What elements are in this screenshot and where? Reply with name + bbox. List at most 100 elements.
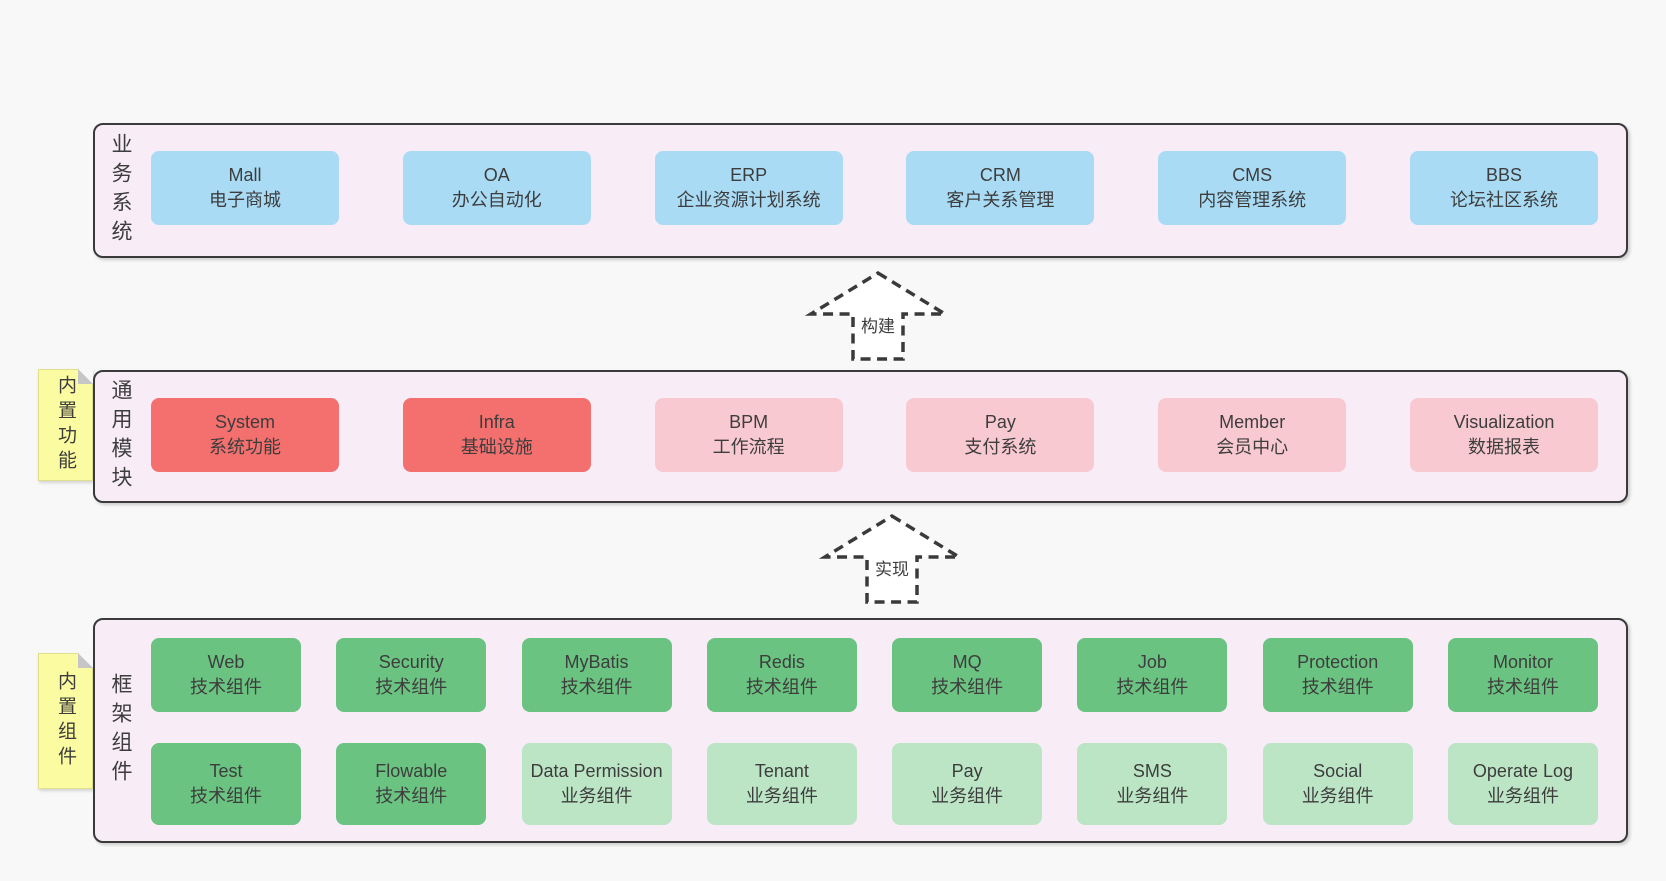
box-pay-component: Pay 业务组件 <box>892 743 1043 825</box>
arrow-implement-label: 实现 <box>872 555 912 580</box>
box-erp: ERP 企业资源计划系统 <box>654 151 843 225</box>
box-title: Web <box>207 652 245 673</box>
box-member: Member 会员中心 <box>1158 398 1347 472</box>
band-label-framework-components: 框架组件 <box>109 672 132 789</box>
box-mybatis: MyBatis 技术组件 <box>521 638 672 712</box>
box-subtitle: 客户关系管理 <box>946 190 1055 210</box>
box-subtitle: 支付系统 <box>964 437 1037 457</box>
box-subtitle: 系统功能 <box>209 437 281 457</box>
common-modules-row: System 系统功能 Infra 基础设施 BPM 工作流程 Pay 支付系统… <box>151 398 1598 472</box>
arrow-build-label: 构建 <box>858 312 898 337</box>
box-subtitle: 企业资源计划系统 <box>676 190 821 210</box>
box-system: System 系统功能 <box>151 398 339 472</box>
box-title: Pay <box>984 412 1016 433</box>
box-subtitle: 论坛社区系统 <box>1449 190 1558 210</box>
box-title: CMS <box>1232 165 1273 186</box>
box-web: Web 技术组件 <box>151 638 301 712</box>
box-subtitle: 基础设施 <box>460 437 533 457</box>
box-title: MyBatis <box>564 652 629 673</box>
box-title: Visualization <box>1453 412 1555 433</box>
box-social: Social 业务组件 <box>1262 743 1413 825</box>
arrow-implement: 实现 <box>818 513 966 605</box>
band-framework-components: 框架组件 Web 技术组件 Security 技术组件 MyBatis 技术组件… <box>93 618 1628 843</box>
box-security: Security 技术组件 <box>336 638 487 712</box>
box-bbs: BBS 论坛社区系统 <box>1409 151 1598 225</box>
box-visualization: Visualization 数据报表 <box>1409 398 1598 472</box>
box-subtitle: 业务组件 <box>560 786 633 806</box>
box-subtitle: 技术组件 <box>1116 677 1189 697</box>
box-subtitle: 业务组件 <box>1116 786 1189 806</box>
box-mall: Mall 电子商城 <box>151 151 339 225</box>
note-text: 内置功能 <box>55 375 76 475</box>
box-subtitle: 技术组件 <box>190 786 262 806</box>
box-pay-system: Pay 支付系统 <box>906 398 1095 472</box>
box-title: Redis <box>758 652 805 673</box>
box-subtitle: 技术组件 <box>375 786 448 806</box>
box-subtitle: 电子商城 <box>209 190 281 210</box>
box-title: OA <box>483 165 510 186</box>
box-title: System <box>214 412 275 433</box>
band-label-business-systems: 业务系统 <box>109 132 132 249</box>
framework-components-row-2: Test 技术组件 Flowable 技术组件 Data Permission … <box>151 743 1598 825</box>
note-text: 内置组件 <box>55 671 76 771</box>
box-title: BPM <box>729 412 769 433</box>
box-crm: CRM 客户关系管理 <box>906 151 1095 225</box>
box-subtitle: 技术组件 <box>931 677 1004 697</box>
box-title: Operate Log <box>1472 761 1573 782</box>
box-subtitle: 技术组件 <box>1301 677 1374 697</box>
box-sms: SMS 业务组件 <box>1077 743 1228 825</box>
box-cms: CMS 内容管理系统 <box>1158 151 1347 225</box>
box-subtitle: 业务组件 <box>931 786 1004 806</box>
band-common-modules: 通用模块 System 系统功能 Infra 基础设施 BPM 工作流程 Pay… <box>93 370 1628 503</box>
business-systems-row: Mall 电子商城 OA 办公自动化 ERP 企业资源计划系统 CRM 客户关系… <box>151 151 1598 225</box>
box-mq: MQ 技术组件 <box>892 638 1043 712</box>
box-subtitle: 办公自动化 <box>451 190 542 210</box>
box-title: Mall <box>228 165 262 186</box>
box-title: Flowable <box>375 761 448 782</box>
box-subtitle: 数据报表 <box>1467 437 1540 457</box>
box-subtitle: 业务组件 <box>1301 786 1374 806</box>
box-title: Job <box>1137 652 1167 673</box>
box-subtitle: 技术组件 <box>190 677 262 697</box>
framework-components-row-1: Web 技术组件 Security 技术组件 MyBatis 技术组件 Redi… <box>151 638 1598 712</box>
box-bpm: BPM 工作流程 <box>654 398 843 472</box>
arrow-build: 构建 <box>804 270 952 362</box>
box-subtitle: 技术组件 <box>745 677 818 697</box>
box-redis: Redis 技术组件 <box>706 638 857 712</box>
box-title: Pay <box>951 761 983 782</box>
box-title: Infra <box>478 412 515 433</box>
box-title: Member <box>1219 412 1286 433</box>
box-flowable: Flowable 技术组件 <box>336 743 487 825</box>
box-title: SMS <box>1132 761 1172 782</box>
box-subtitle: 内容管理系统 <box>1198 190 1307 210</box>
box-infra: Infra 基础设施 <box>402 398 591 472</box>
box-subtitle: 会员中心 <box>1216 437 1289 457</box>
box-title: MQ <box>952 652 982 673</box>
box-test: Test 技术组件 <box>151 743 301 825</box>
box-subtitle: 技术组件 <box>1486 677 1559 697</box>
box-title: Protection <box>1297 652 1379 673</box>
box-title: Data Permission <box>530 761 663 782</box>
note-built-in-components: 内置组件 <box>38 653 93 789</box>
box-subtitle: 技术组件 <box>375 677 448 697</box>
box-subtitle: 业务组件 <box>745 786 818 806</box>
box-tenant: Tenant 业务组件 <box>706 743 857 825</box>
box-title: Security <box>378 652 444 673</box>
note-built-in-features: 内置功能 <box>38 369 93 481</box>
box-monitor: Monitor 技术组件 <box>1447 638 1598 712</box>
box-subtitle: 工作流程 <box>712 437 785 457</box>
box-title: ERP <box>730 165 768 186</box>
box-title: Tenant <box>754 761 809 782</box>
box-title: Test <box>209 761 243 782</box>
box-subtitle: 业务组件 <box>1486 786 1559 806</box>
box-subtitle: 技术组件 <box>560 677 633 697</box>
box-data-permission: Data Permission 业务组件 <box>521 743 672 825</box>
box-oa: OA 办公自动化 <box>402 151 591 225</box>
box-title: Social <box>1313 761 1363 782</box>
box-operate-log: Operate Log 业务组件 <box>1447 743 1598 825</box>
band-business-systems: 业务系统 Mall 电子商城 OA 办公自动化 ERP 企业资源计划系统 CRM… <box>93 123 1628 258</box>
box-title: Monitor <box>1492 652 1553 673</box>
band-label-common-modules: 通用模块 <box>109 378 132 495</box>
box-job: Job 技术组件 <box>1077 638 1228 712</box>
